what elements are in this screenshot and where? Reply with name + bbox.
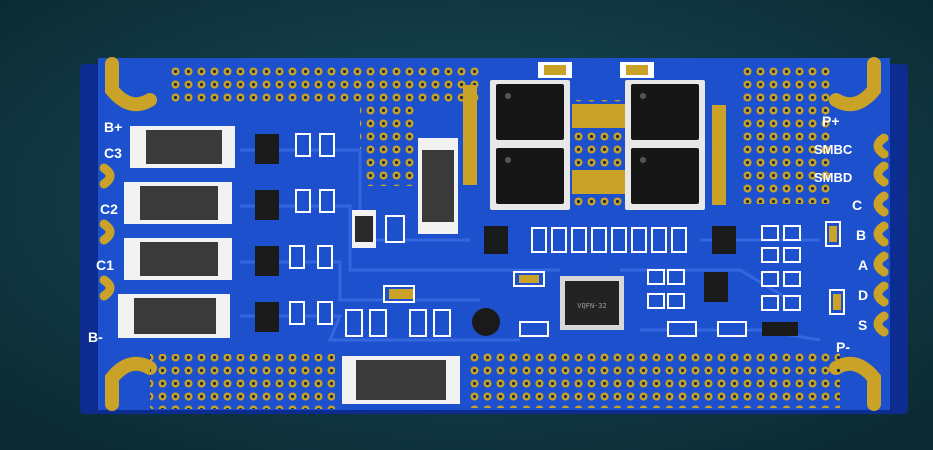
label-smbc: SMBC [814,142,853,157]
label-d: D [858,287,868,303]
balance-resistors [118,126,235,338]
capacitors-top [538,62,654,78]
corner-slots [105,57,881,411]
label-p-minus: P- [836,339,850,355]
edge-pads-left [99,163,115,301]
silkscreen-right: P+ SMBC SMBD C B A D S P- [814,113,868,355]
label-c3: C3 [104,145,122,161]
bms-ic-vqfn32: VQFN-32 [560,276,624,330]
copper-pours [463,85,726,205]
mosfet-array [490,80,705,210]
label-s: S [858,317,867,333]
label-b: B [856,227,866,243]
label-a: A [858,257,868,273]
edge-pads-right [873,133,889,337]
silkscreen-left: B+ C3 C2 C1 B- [88,119,122,345]
label-smbd: SMBD [814,170,852,185]
label-p-plus: P+ [822,113,840,129]
label-c1: C1 [96,257,114,273]
label-b-minus: B- [88,329,103,345]
label-c: C [852,197,862,213]
label-b-plus: B+ [104,119,122,135]
ic-part-label: VQFN-32 [577,302,607,310]
ntc-thermistor [472,308,500,336]
label-c2: C2 [100,201,118,217]
sot23-transistors [255,134,736,332]
diode [762,322,798,336]
power-resistors [342,138,460,404]
